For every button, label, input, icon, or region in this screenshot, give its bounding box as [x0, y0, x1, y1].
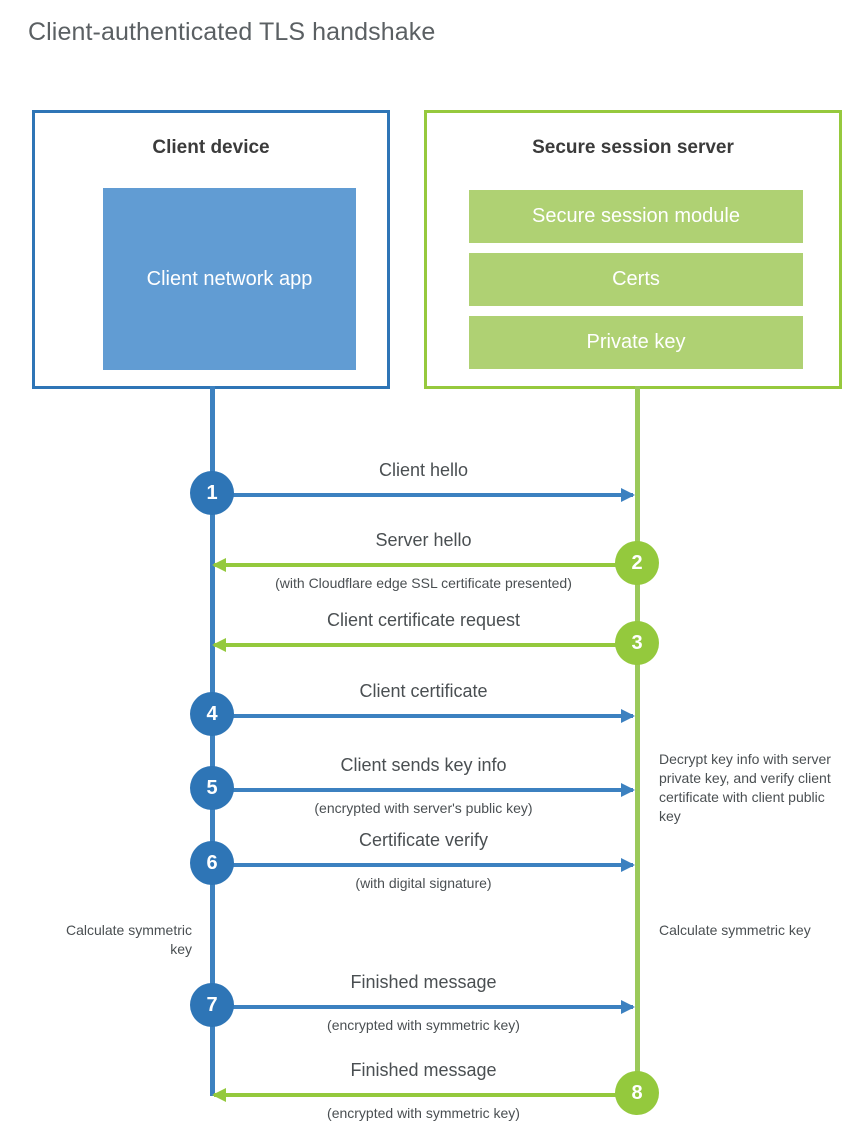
message-sublabel-2: (with Cloudflare edge SSL certificate pr…: [275, 575, 572, 591]
secure-session-server-box: Secure session server Secure session mod…: [424, 110, 842, 389]
message-label-8: Finished message: [350, 1060, 497, 1080]
secure-session-server-title: Secure session server: [532, 137, 734, 158]
message-label-3: Client certificate request: [326, 610, 521, 630]
message-sublabel-7: (encrypted with symmetric key): [327, 1017, 520, 1033]
step-circle-6: 6: [190, 841, 234, 885]
note-decrypt-key-info: Decrypt key info with server private key…: [659, 751, 831, 824]
note-calculate-symmetric-key-client: Calculate symmetric key: [65, 922, 192, 957]
arrow-head-icon-6: [621, 858, 635, 872]
arrow-line-6: [212, 863, 633, 867]
step-circle-5: 5: [190, 766, 234, 810]
arrow-line-4: [212, 714, 633, 718]
step-circle-4: 4: [190, 692, 234, 736]
arrow-line-3: [214, 643, 637, 647]
message-sublabel-8: (encrypted with symmetric key): [327, 1105, 520, 1121]
server-lifeline: [635, 386, 640, 1096]
server-module-secure-session-module: Secure session module: [469, 190, 803, 243]
step-circle-2: 2: [615, 541, 659, 585]
message-label-6: Certificate verify: [358, 830, 489, 850]
message-label-1: Client hello: [378, 460, 469, 480]
arrow-head-icon-8: [212, 1088, 226, 1102]
arrow-head-icon-2: [212, 558, 226, 572]
message-label-4: Client certificate: [359, 681, 488, 701]
arrow-line-7: [212, 1005, 633, 1009]
arrow-head-icon-7: [621, 1000, 635, 1014]
arrow-head-icon-1: [621, 488, 635, 502]
arrow-head-icon-4: [621, 709, 635, 723]
message-sublabel-5: (encrypted with server's public key): [314, 800, 533, 816]
step-circle-3: 3: [615, 621, 659, 665]
step-circle-8: 8: [615, 1071, 659, 1115]
arrow-line-5: [212, 788, 633, 792]
server-module-certs: Certs: [469, 253, 803, 306]
message-label-5: Client sends key info: [340, 755, 507, 775]
step-circle-7: 7: [190, 983, 234, 1027]
client-device-box: Client device Client network app: [32, 110, 390, 389]
server-module-private-key: Private key: [469, 316, 803, 369]
note-calculate-symmetric-key-server: Calculate symmetric key: [659, 922, 811, 938]
arrow-line-1: [212, 493, 633, 497]
client-network-app-block: Client network app: [103, 188, 356, 370]
message-label-2: Server hello: [375, 530, 472, 550]
page-title: Client-authenticated TLS handshake: [28, 18, 436, 46]
arrow-head-icon-3: [212, 638, 226, 652]
arrow-head-icon-5: [621, 783, 635, 797]
client-lifeline: [210, 386, 215, 1096]
arrow-line-2: [214, 563, 637, 567]
client-device-title: Client device: [152, 137, 270, 158]
step-circle-1: 1: [190, 471, 234, 515]
message-label-7: Finished message: [350, 972, 497, 992]
arrow-line-8: [214, 1093, 637, 1097]
message-sublabel-6: (with digital signature): [355, 875, 492, 891]
